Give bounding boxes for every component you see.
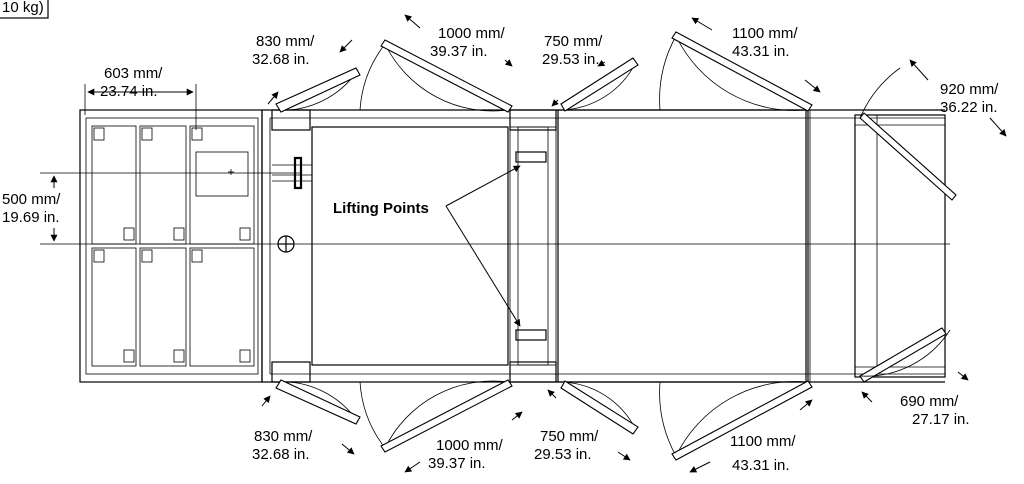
- label-1000-top-mm: 1000 mm/: [438, 25, 506, 42]
- label-1000-bottom-in: 39.37 in.: [428, 455, 486, 472]
- label-1000-bottom-mm: 1000 mm/: [436, 437, 504, 454]
- label-830-top-mm: 830 mm/: [256, 33, 315, 50]
- label-750-bottom-in: 29.53 in.: [534, 446, 592, 463]
- label-830-bottom-in: 32.68 in.: [252, 446, 310, 463]
- corner-note: 10 kg): [0, 0, 49, 19]
- label-603-mm: 603 mm/: [104, 65, 163, 82]
- label-750-top-in: 29.53 in.: [542, 51, 600, 68]
- label-1100-bottom-mm: 1100 mm/: [730, 433, 796, 450]
- lifting-point-top: [515, 151, 547, 163]
- label-1100-bottom-in: 43.31 in.: [732, 457, 790, 474]
- label-500-mm: 500 mm/: [2, 191, 61, 208]
- battery-trays: [91, 125, 255, 367]
- dimension-lines: [40, 14, 1007, 473]
- door-swings-top: [274, 31, 957, 201]
- label-603-in: 23.74 in.: [100, 83, 158, 100]
- label-690-mm: 690 mm/: [900, 393, 959, 410]
- corner-note-text: 10 kg): [2, 0, 44, 16]
- cabinet-outline: [79, 109, 946, 383]
- label-1000-top-in: 39.37 in.: [430, 43, 488, 60]
- lifting-point-bottom: [515, 329, 547, 341]
- dimension-labels: 603 mm/ 23.74 in. 500 mm/ 19.69 in. 830 …: [2, 25, 999, 474]
- door-swings-bottom: [274, 327, 951, 461]
- label-920-mm: 920 mm/: [940, 81, 999, 98]
- label-750-top-mm: 750 mm/: [544, 33, 603, 50]
- connector: [272, 156, 312, 253]
- label-830-top-in: 32.68 in.: [252, 51, 310, 68]
- label-500-in: 19.69 in.: [2, 209, 60, 226]
- label-830-bottom-mm: 830 mm/: [254, 428, 313, 445]
- label-920-in: 36.22 in.: [940, 99, 998, 116]
- label-690-in: 27.17 in.: [912, 411, 970, 428]
- label-750-bottom-mm: 750 mm/: [540, 428, 599, 445]
- label-1100-top-mm: 1100 mm/: [732, 25, 798, 42]
- lifting-points-label: Lifting Points: [333, 200, 429, 217]
- label-1100-top-in: 43.31 in.: [732, 43, 790, 60]
